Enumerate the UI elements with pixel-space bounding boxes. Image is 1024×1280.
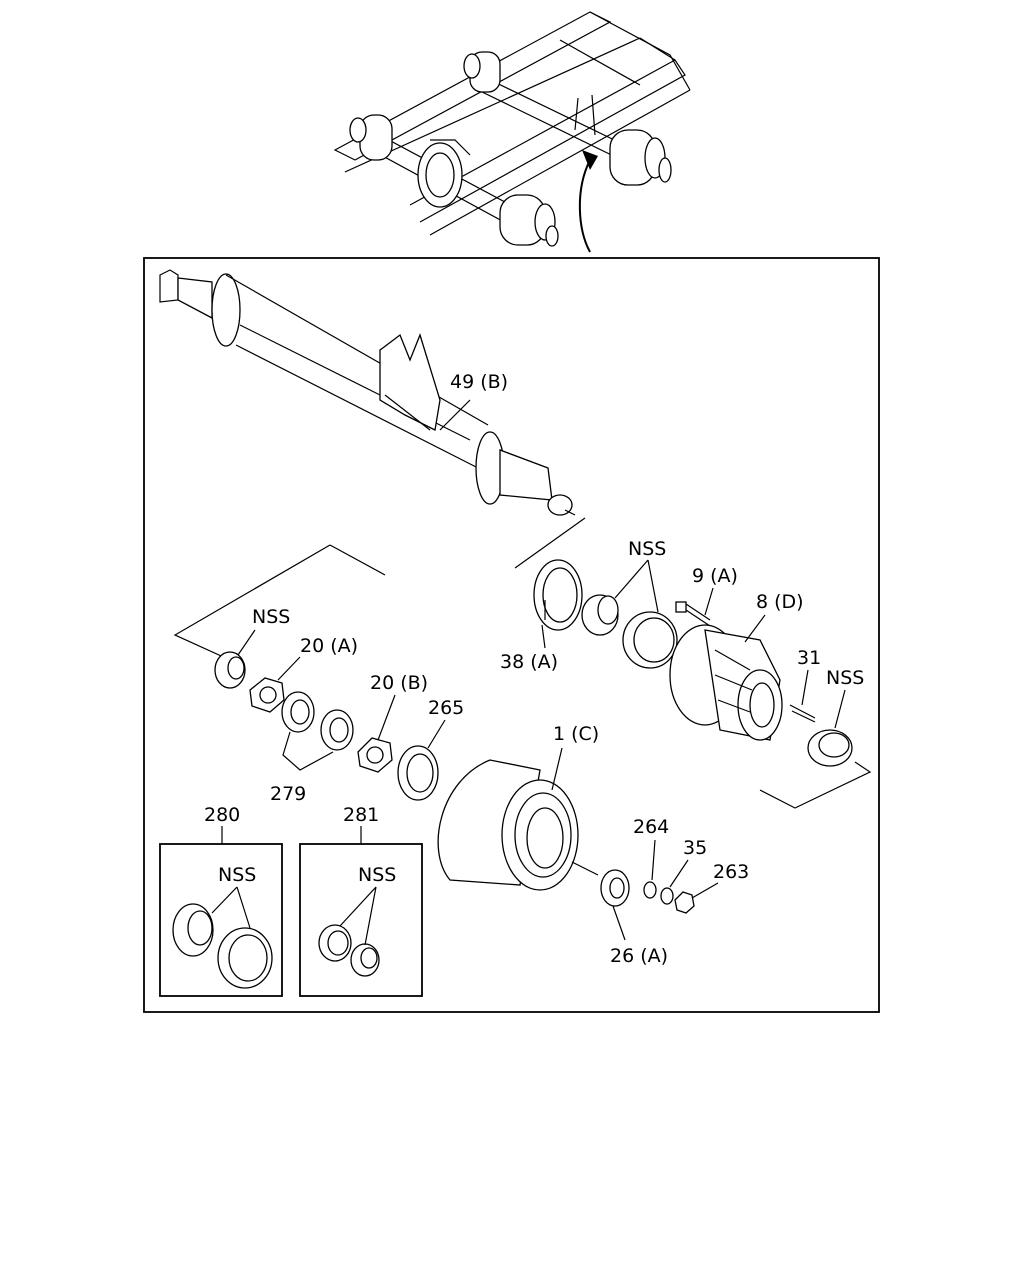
- label-kit-280: 280: [204, 804, 240, 826]
- nut-263-leader: [691, 882, 719, 899]
- label-nut-263: 263: [713, 861, 749, 883]
- label-nss-nut-cone: NSS: [252, 606, 290, 628]
- washer: [281, 691, 315, 733]
- label-brake-drum: 1 (C): [553, 723, 599, 745]
- label-bolt: 9 (A): [692, 565, 738, 587]
- label-washer-35: 35: [683, 837, 707, 859]
- nut-cone-leader: [237, 629, 256, 656]
- seal-38a: [533, 559, 583, 631]
- bearing-cup: [622, 611, 678, 669]
- label-cover: 26 (A): [610, 945, 668, 967]
- label-axle-beam: 49 (B): [450, 371, 508, 393]
- label-washer-set: 279: [270, 783, 306, 805]
- lock-nut-20b-leader: [377, 694, 396, 741]
- bracket-upper: [514, 517, 586, 569]
- kit-280-box: [159, 843, 283, 997]
- stud-leader: [801, 669, 809, 706]
- lock-washer-leader: [427, 719, 446, 749]
- axle-leader: [439, 399, 471, 431]
- seal-38a-leader: [541, 624, 546, 649]
- nut-cone: [214, 651, 246, 689]
- kit-281-nss-leaders: [339, 886, 377, 946]
- kit-280-nss-leaders: [211, 886, 251, 929]
- washer-264: [643, 881, 657, 899]
- brake-drum: [437, 759, 579, 891]
- label-hub: 8 (D): [756, 591, 804, 613]
- washer-264-leader: [651, 839, 656, 881]
- bearing-cone: [581, 594, 619, 636]
- drum-axis: [571, 861, 599, 876]
- label-kit-280-nss: NSS: [218, 864, 256, 886]
- label-lock-nut-b: 20 (B): [370, 672, 428, 694]
- label-hub-stud: 31: [797, 647, 821, 669]
- bracket-right: [759, 761, 872, 809]
- washer-set-bracket: [282, 731, 334, 771]
- axle-beam: [159, 269, 576, 516]
- nut-263: [674, 891, 695, 914]
- tooth-washer: [320, 709, 354, 751]
- outer-race: [807, 729, 853, 767]
- kit-281-parts: [318, 924, 380, 977]
- lock-nut-20b: [357, 737, 393, 773]
- vehicle-frame-overview: [333, 11, 691, 253]
- washer-35-leader: [669, 859, 689, 888]
- diagram-frame: [143, 257, 880, 1013]
- wheel-hub: [669, 624, 783, 741]
- kit-280-parts: [172, 903, 273, 989]
- label-nss-inner-bearing: NSS: [628, 538, 666, 560]
- lock-nut-20a: [249, 677, 285, 713]
- label-lock-washer: 265: [428, 697, 464, 719]
- bracket-left: [173, 544, 386, 661]
- outer-race-leader: [834, 689, 846, 729]
- lock-washer-265: [397, 745, 439, 801]
- cover-26a: [600, 869, 630, 907]
- label-lock-nut-a: 20 (A): [300, 635, 358, 657]
- hub-stud: [789, 704, 816, 723]
- label-nss-outer-race: NSS: [826, 667, 864, 689]
- label-kit-281-nss: NSS: [358, 864, 396, 886]
- bolt-leader: [704, 587, 714, 616]
- label-kit-281: 281: [343, 804, 379, 826]
- lock-nut-20a-leader: [277, 656, 301, 681]
- label-seal: 38 (A): [500, 651, 558, 673]
- hub-leader: [744, 614, 766, 643]
- nss-leaders-top: [614, 559, 659, 613]
- drum-leader: [551, 747, 563, 791]
- bolt-9a: [675, 601, 711, 627]
- washer-35: [660, 887, 674, 905]
- cover-leader: [612, 905, 626, 941]
- label-washer-264: 264: [633, 816, 669, 838]
